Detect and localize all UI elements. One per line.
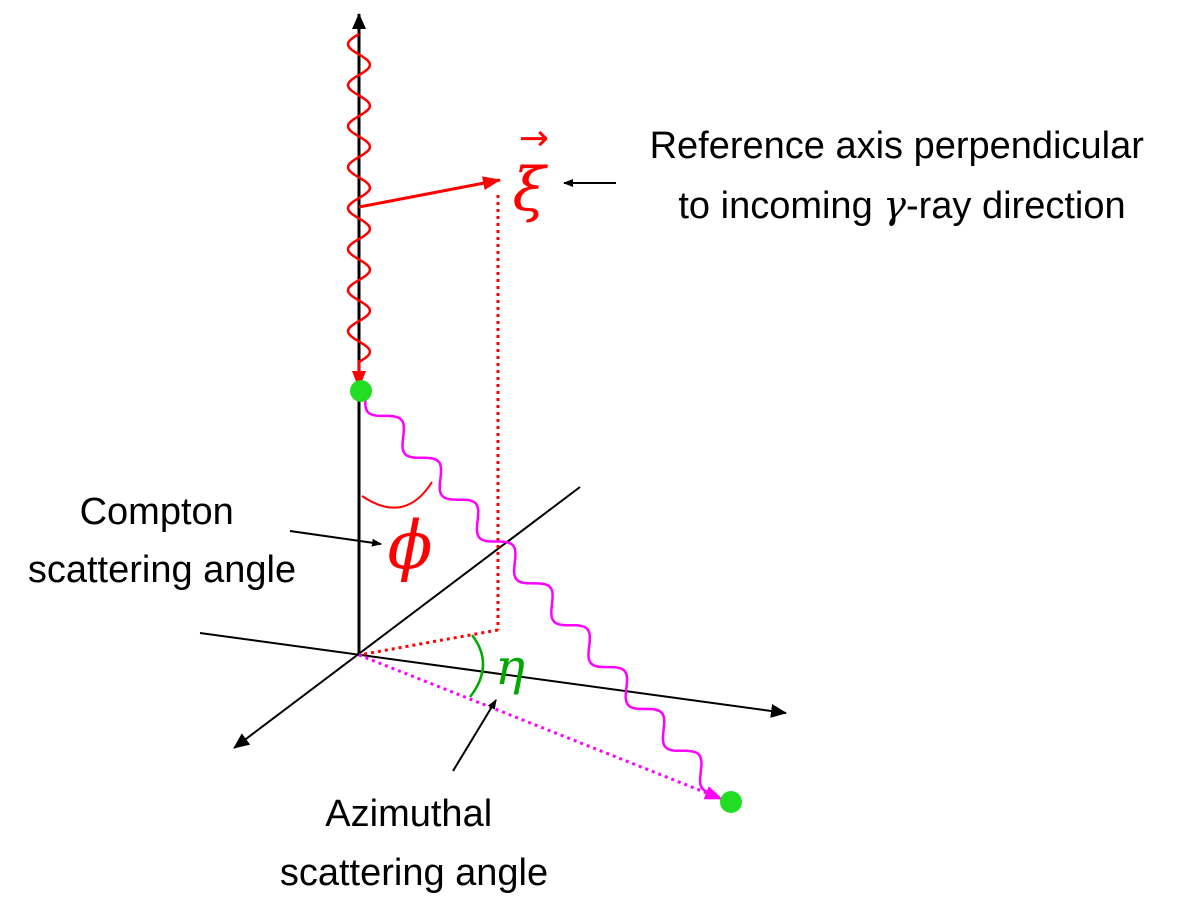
compton-angle-label-line2: scattering angle	[28, 549, 296, 591]
compton-angle-arc	[361, 481, 433, 509]
reference-axis-label-line2: to incoming γ-ray direction	[678, 183, 1125, 227]
xi-projection-horizontal	[358, 628, 499, 657]
eta-symbol: η	[495, 638, 525, 696]
phi-symbol: ϕ	[388, 507, 433, 584]
compton-angle-label: Compton scattering angle	[28, 491, 296, 591]
y-axis	[233, 486, 581, 749]
first-interaction-point	[350, 380, 372, 402]
azimuthal-angle-label: Azimuthal scattering angle	[280, 793, 548, 894]
azimuthal-pointer-arrow	[452, 699, 497, 772]
xi-vector-arrow: →	[519, 118, 549, 159]
reference-axis-label-prefix: to incoming	[678, 185, 883, 227]
gamma-symbol: γ	[883, 183, 906, 227]
azimuthal-angle-label-line1: Azimuthal	[325, 793, 492, 835]
azimuthal-angle-label-line2: scattering angle	[280, 852, 548, 894]
second-interaction-point	[720, 791, 742, 813]
reference-axis-arrow	[358, 176, 501, 209]
incoming-photon-wave	[346, 32, 372, 364]
scattered-photon-wave	[364, 394, 715, 794]
xi-symbol: ξ	[512, 155, 548, 225]
reference-axis-label-line1: Reference axis perpendicular	[650, 125, 1145, 167]
compton-angle-label-line1: Compton	[80, 491, 234, 533]
reference-axis-label-suffix: -ray direction	[906, 185, 1126, 227]
x-axis	[199, 632, 787, 718]
compton-pointer-arrow	[289, 530, 382, 547]
azimuthal-angle-arc	[469, 634, 485, 698]
reference-axis-label: Reference axis perpendicular to incoming…	[650, 125, 1155, 227]
scattered-projection	[358, 653, 723, 801]
